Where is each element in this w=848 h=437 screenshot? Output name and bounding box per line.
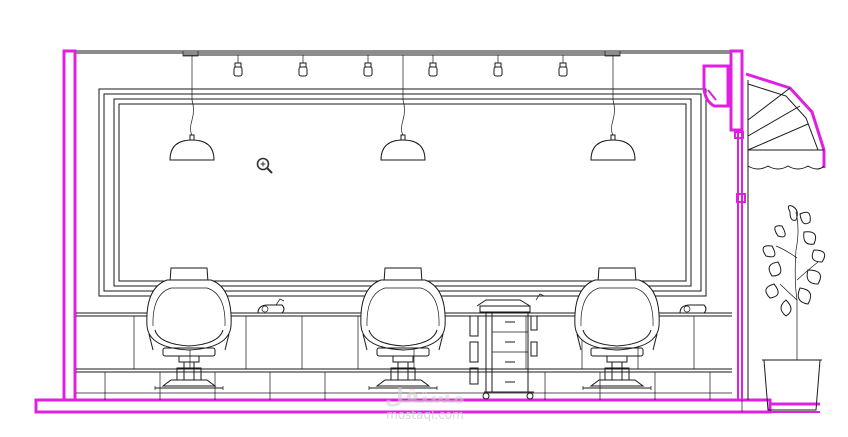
watermark-url: mostaql.com — [386, 408, 464, 422]
spot-light — [233, 55, 243, 77]
potted-plant — [762, 205, 826, 411]
spot-lights — [233, 55, 568, 77]
awning — [745, 72, 826, 400]
wall-mirror-frame — [98, 88, 707, 297]
spot-light — [558, 55, 568, 77]
pendant-lamps — [169, 55, 636, 161]
barber-chair — [360, 267, 446, 390]
barber-chair — [574, 267, 660, 390]
spot-light — [428, 55, 438, 77]
magnifier-icon — [256, 157, 273, 174]
magnifier-zoom-icon[interactable] — [255, 156, 275, 176]
hair-dryer — [257, 298, 285, 314]
left-column — [62, 49, 77, 402]
barber-chair — [146, 267, 232, 390]
pendant-lamp — [169, 55, 215, 161]
barber-chairs — [146, 267, 660, 390]
spot-light — [298, 55, 308, 77]
pendant-lamp — [380, 55, 426, 161]
watermark-logo: مستقل — [384, 384, 466, 409]
wall-outline — [76, 50, 732, 54]
wall-sconce — [702, 64, 730, 108]
floor-slab — [34, 398, 820, 414]
hair-dryer — [679, 304, 707, 314]
spot-light — [493, 55, 503, 77]
spot-light — [363, 55, 373, 77]
right-column — [729, 49, 746, 400]
ceiling-track — [182, 50, 621, 57]
watermark: مستقل mostaql.com — [360, 384, 490, 423]
pendant-lamp — [590, 55, 636, 161]
tool-trolley — [469, 293, 545, 400]
